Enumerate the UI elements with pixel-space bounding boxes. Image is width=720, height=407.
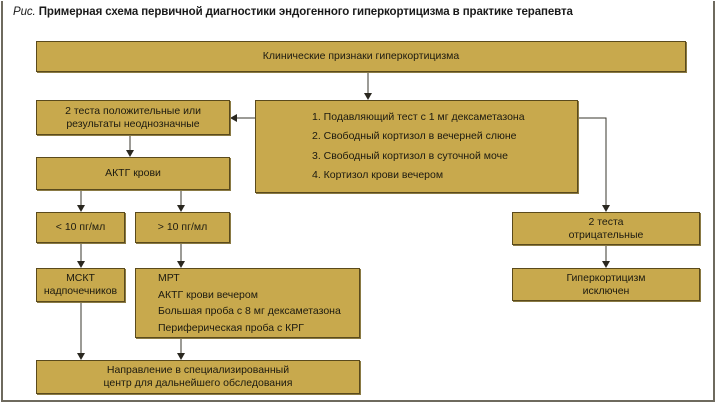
- figure-frame: [1, 1, 715, 402]
- mrt-item: Периферическая проба с КРГ: [158, 321, 304, 334]
- msct-line-1: МСКТ: [66, 272, 95, 284]
- negative-line-1: 2 теста: [588, 215, 624, 228]
- excluded-line-2: исключен: [582, 284, 630, 297]
- excluded-line-1: Гиперкортицизм: [566, 271, 646, 284]
- clinical-signs-box: Клинические признаки гиперкортицизма: [36, 41, 686, 72]
- mrt-item: Большая проба с 8 мг дексаметазона: [158, 305, 341, 317]
- clinical-signs-label: Клинические признаки гиперкортицизма: [262, 50, 460, 62]
- msct-line-2: надпочечников: [43, 285, 118, 297]
- high-actg-box: > 10 пг/мл: [135, 212, 230, 243]
- referral-line-2: центр для дальнейшего обследования: [103, 377, 293, 389]
- actg-box: АКТГ крови: [36, 157, 230, 190]
- negative-results-box: 2 теста отрицательные: [512, 212, 700, 245]
- test-item: 4. Кортизол крови вечером: [312, 169, 444, 181]
- positive-line-2: результаты неоднозначные: [66, 117, 200, 130]
- test-item: 3. Свободный кортизол в суточной моче: [312, 149, 508, 162]
- caption-title: Примерная схема первичной диагностики эн…: [38, 6, 573, 18]
- low-actg-label: < 10 пг/мл: [55, 221, 106, 233]
- caption-prefix: Рис.: [13, 6, 36, 18]
- arrow-tests-to-negative: [578, 117, 610, 212]
- excluded-box: Гиперкортицизм исключен: [512, 268, 700, 301]
- actg-label: АКТГ крови: [105, 167, 161, 179]
- mrt-box: МРТ АКТГ крови вечером Большая проба с 8…: [135, 268, 360, 338]
- referral-line-1: Направление в специализированный: [106, 364, 290, 376]
- negative-line-2: отрицательные: [568, 228, 644, 241]
- mrt-item: МРТ: [158, 272, 180, 284]
- screening-tests-box: 1. Подавляющий тест с 1 мг дексаметазона…: [255, 100, 578, 193]
- positive-line-1: 2 теста положительные или: [65, 104, 201, 117]
- low-actg-box: < 10 пг/мл: [36, 212, 125, 243]
- test-item: 1. Подавляющий тест с 1 мг дексаметазона: [312, 110, 525, 123]
- msct-box: МСКТ надпочечников: [36, 268, 125, 302]
- test-item: 2. Свободный кортизол в вечерней слюне: [312, 130, 517, 142]
- positive-results-box: 2 теста положительные или результаты нео…: [36, 100, 230, 135]
- mrt-item: АКТГ крови вечером: [158, 288, 258, 301]
- high-actg-label: > 10 пг/мл: [157, 221, 208, 233]
- referral-box: Направление в специализированный центр д…: [36, 360, 360, 394]
- figure-caption: Рис. Примерная схема первичной диагности…: [13, 6, 573, 18]
